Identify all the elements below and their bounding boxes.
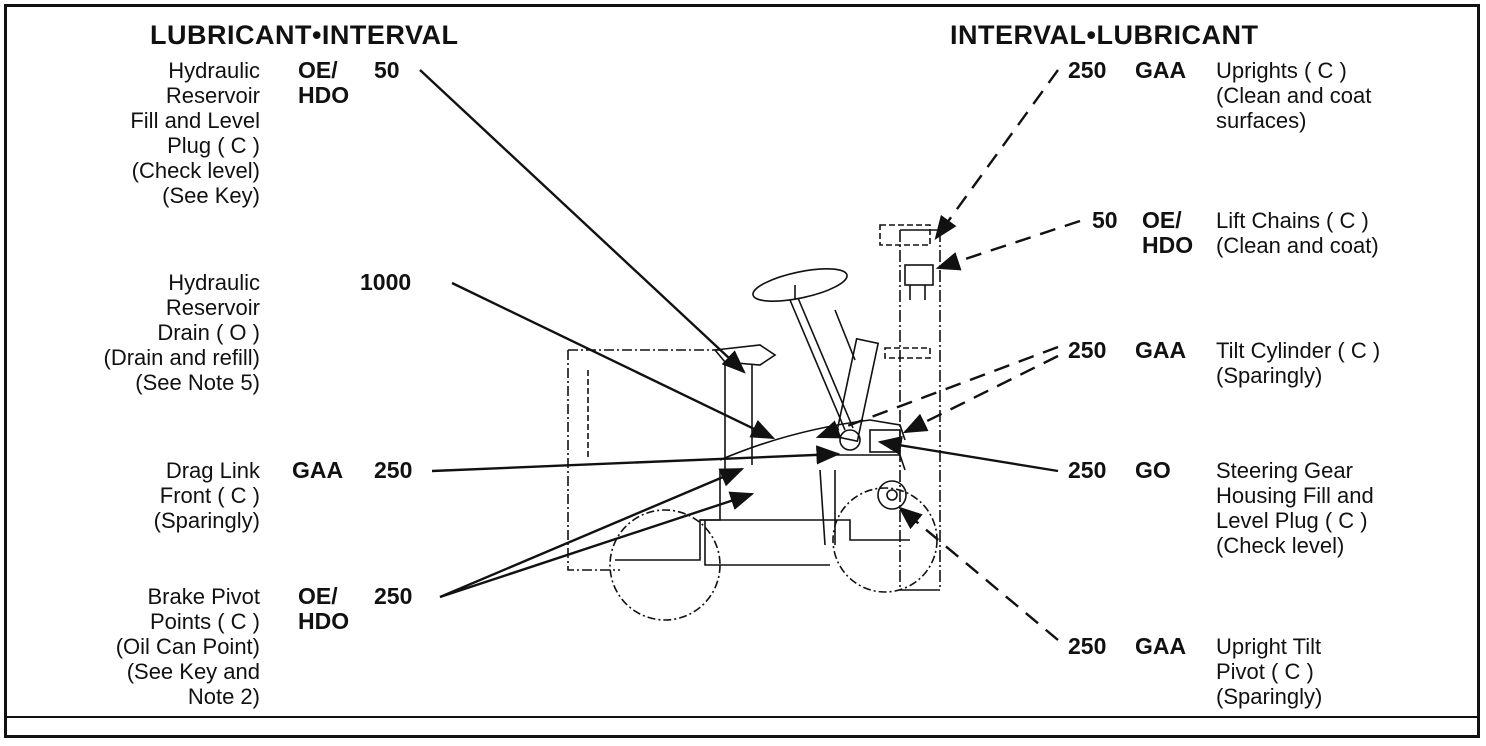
chart-frame bbox=[4, 4, 1480, 738]
forklift-body bbox=[567, 224, 941, 621]
right-item-1-description: Uprights ( C ) (Clean and coat surfaces) bbox=[1216, 58, 1446, 133]
left-item-1-description: Hydraulic Reservoir Fill and Level Plug … bbox=[130, 58, 260, 208]
right-item-5-description: Upright Tilt Pivot ( C ) (Sparingly) bbox=[1216, 634, 1323, 709]
right-item-4-interval: 250 bbox=[1068, 457, 1107, 483]
right-item-4-description: Steering Gear Housing Fill and Level Plu… bbox=[1216, 458, 1374, 558]
left-item-4-interval: 250 bbox=[374, 583, 413, 609]
bottom-rule bbox=[4, 716, 1480, 718]
right-item-1-interval: 250 bbox=[1068, 57, 1107, 83]
right-item-2-description: Lift Chains ( C ) (Clean and coat) bbox=[1216, 208, 1379, 258]
left-item-4-description: Brake Pivot Points ( C ) (Oil Can Point)… bbox=[115, 584, 260, 709]
left-item-1-lubricant: OE/ HDO bbox=[298, 57, 350, 108]
header-left: LUBRICANT•INTERVAL bbox=[150, 20, 459, 50]
right-item-1-lubricant: GAA bbox=[1135, 57, 1187, 83]
left-item-3-interval: 250 bbox=[374, 457, 413, 483]
right-item-5-lubricant: GAA bbox=[1135, 633, 1187, 659]
right-item-3-description: Tilt Cylinder ( C ) (Sparingly) bbox=[1216, 338, 1381, 388]
right-item-4-lubricant: GO bbox=[1135, 457, 1171, 483]
right-item-1-description-text: Uprights ( C ) (Clean and coat surfaces) bbox=[1216, 58, 1372, 133]
left-item-2-interval: 1000 bbox=[360, 269, 412, 295]
left-item-3-description: Drag Link Front ( C ) (Sparingly) bbox=[153, 458, 260, 533]
right-item-5-interval: 250 bbox=[1068, 633, 1107, 659]
left-item-3-lubricant: GAA bbox=[292, 457, 344, 483]
left-item-4-lubricant: OE/ HDO bbox=[298, 583, 350, 634]
right-item-2-interval: 50 bbox=[1092, 207, 1118, 233]
left-item-2-description: Hydraulic Reservoir Drain ( O ) (Drain a… bbox=[103, 270, 261, 395]
right-item-2-lubricant: OE/ HDO bbox=[1142, 207, 1194, 258]
left-item-1-interval: 50 bbox=[374, 57, 400, 83]
header-right: INTERVAL•LUBRICANT bbox=[950, 20, 1259, 50]
right-item-3-lubricant: GAA bbox=[1135, 337, 1187, 363]
right-item-3-interval: 250 bbox=[1068, 337, 1107, 363]
